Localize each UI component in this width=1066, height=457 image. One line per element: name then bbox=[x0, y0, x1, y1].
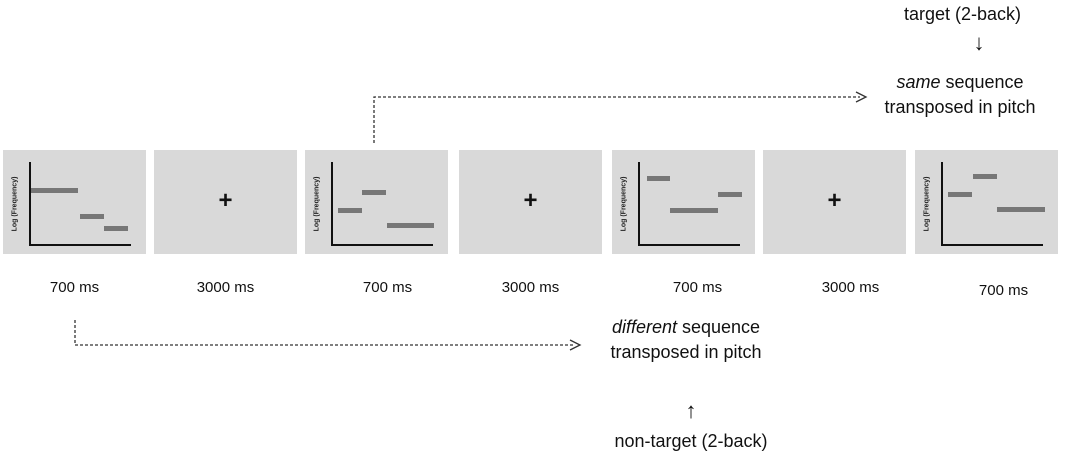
duration-label: 3000 ms bbox=[821, 279, 880, 296]
fixation-cross: + bbox=[827, 187, 842, 214]
y-axis bbox=[638, 162, 640, 246]
stimulus-panel-4: Log (Frequency) bbox=[915, 150, 1058, 254]
note-bar bbox=[80, 214, 104, 219]
target-connector bbox=[373, 96, 860, 143]
y-axis bbox=[331, 162, 333, 246]
x-axis bbox=[29, 244, 131, 246]
x-axis bbox=[331, 244, 433, 246]
x-axis bbox=[638, 244, 740, 246]
nontarget-heading: non-target (2-back) bbox=[614, 431, 768, 451]
stimulus-panel-3: Log (Frequency) bbox=[612, 150, 755, 254]
y-axis bbox=[941, 162, 943, 246]
note-bar bbox=[647, 176, 670, 181]
note-bar bbox=[338, 208, 362, 213]
note-bar bbox=[718, 192, 742, 197]
target-line-1: same sequence bbox=[896, 72, 1024, 92]
note-bar bbox=[387, 223, 434, 228]
note-bar bbox=[973, 174, 997, 179]
note-bar bbox=[104, 226, 128, 231]
target-emphasis: same bbox=[896, 72, 941, 92]
duration-label: 700 ms bbox=[978, 282, 1029, 299]
nontarget-line-1: different sequence bbox=[611, 317, 761, 337]
fixation-panel-1: + bbox=[154, 150, 297, 254]
nontarget-connector bbox=[74, 320, 574, 346]
down-arrow-icon: ↓ bbox=[973, 30, 985, 55]
target-heading: target (2-back) bbox=[904, 4, 1022, 24]
duration-label: 700 ms bbox=[362, 279, 413, 296]
fixation-panel-3: + bbox=[763, 150, 906, 254]
nontarget-connector-head bbox=[569, 339, 582, 351]
note-bar bbox=[948, 192, 972, 197]
note-bar bbox=[31, 188, 78, 193]
stimulus-panel-1: Log (Frequency) bbox=[3, 150, 146, 254]
target-description: same sequence transposed in pitch bbox=[870, 70, 1050, 120]
fixation-cross: + bbox=[523, 187, 538, 214]
duration-label: 700 ms bbox=[672, 279, 723, 296]
note-bar bbox=[670, 208, 718, 213]
stimulus-panel-2: Log (Frequency) bbox=[305, 150, 448, 254]
duration-label: 3000 ms bbox=[196, 279, 255, 296]
note-bar bbox=[362, 190, 386, 195]
y-axis bbox=[29, 162, 31, 246]
nontarget-emphasis: different bbox=[611, 317, 677, 337]
duration-label: 700 ms bbox=[49, 279, 100, 296]
fixation-cross: + bbox=[218, 187, 233, 214]
nontarget-line-2: transposed in pitch bbox=[610, 342, 762, 362]
up-arrow-icon: ↑ bbox=[685, 398, 697, 423]
target-connector-head bbox=[855, 91, 868, 103]
x-axis bbox=[941, 244, 1043, 246]
target-line-2: transposed in pitch bbox=[884, 97, 1036, 117]
nontarget-description: different sequence transposed in pitch bbox=[586, 315, 786, 365]
note-bar bbox=[997, 207, 1045, 212]
fixation-panel-2: + bbox=[459, 150, 602, 254]
duration-label: 3000 ms bbox=[501, 279, 560, 296]
